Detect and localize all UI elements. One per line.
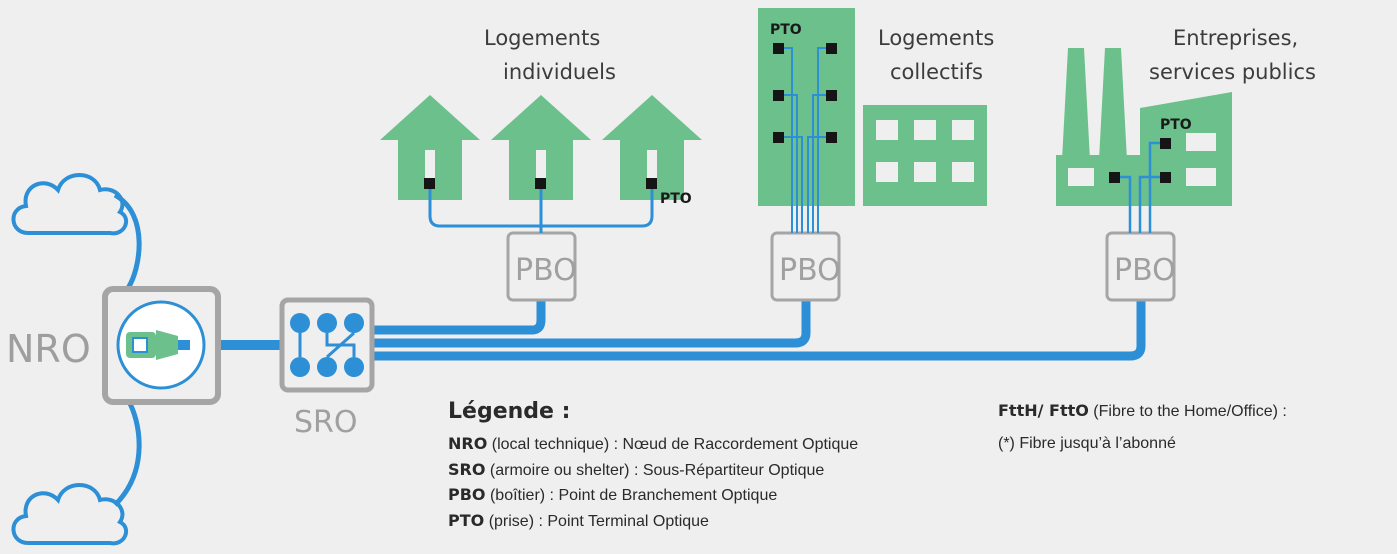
business-label-line1: Entreprises, — [1173, 26, 1298, 50]
ftth-title: FttH/ FttO (Fibre to the Home/Office) : — [998, 398, 1393, 425]
collective-label-line2: collectifs — [890, 60, 983, 84]
cloud-bottom-icon — [11, 483, 129, 546]
apartment-building-icon — [758, 8, 855, 233]
legend-code: NRO — [448, 434, 488, 453]
apartment-building-2-icon — [863, 105, 987, 206]
pbo-label-3: PBO — [1114, 253, 1176, 288]
legend-item-nro: NRO (local technique) : Nœud de Raccorde… — [448, 432, 1008, 458]
pto-label-factory: PTO — [1160, 117, 1192, 133]
factory-icon — [1056, 48, 1232, 233]
legend-desc: (boîtier) : Point de Branchement Optique — [485, 487, 778, 504]
drop-fibers-houses — [428, 189, 654, 233]
pbo-box-1: PBO — [506, 231, 577, 302]
legend-item-sro: SRO (armoire ou shelter) : Sous-Répartit… — [448, 458, 1008, 484]
legend-item-pto: PTO (prise) : Point Terminal Optique — [448, 509, 1008, 535]
legend-code: PBO — [448, 485, 486, 504]
house-icon — [380, 95, 480, 200]
individual-label-line1: Logements — [484, 26, 600, 50]
legend-desc: (prise) : Point Terminal Optique — [484, 512, 709, 530]
cloud-link-top — [113, 192, 142, 290]
pto-label-house: PTO — [660, 191, 692, 207]
ftth-desc: (Fibre to the Home/Office) : — [1088, 403, 1287, 420]
pbo-label-1: PBO — [515, 253, 577, 288]
ftth-note: (*) Fibre jusqu’à l’abonné — [998, 435, 1176, 452]
legend-item-pbo: PBO (boîtier) : Point de Branchement Opt… — [448, 483, 1008, 509]
house-icon — [602, 95, 702, 200]
pto-label-building: PTO — [770, 22, 802, 38]
fiber-sro-pbo-3 — [372, 300, 1146, 361]
fiber-sro-pbo-1 — [372, 300, 546, 335]
cloud-link-bottom — [113, 398, 142, 507]
legend-title: Légende : — [448, 399, 571, 424]
fiber-plug-icon — [126, 330, 190, 360]
ftth-definition: FttH/ FttO (Fibre to the Home/Office) : … — [998, 398, 1393, 457]
legend-code: SRO — [448, 459, 486, 479]
pbo-box-2: PBO — [770, 231, 841, 302]
cloud-top-icon — [11, 173, 129, 236]
fiber-nro-sro — [190, 340, 285, 350]
legend-desc: (local technique) : Nœud de Raccordement… — [487, 436, 859, 453]
fiber-sro-pbo-2 — [372, 300, 811, 348]
sro-node — [279, 297, 375, 393]
legend-desc: (armoire ou shelter) : Sous-Répartiteur … — [485, 461, 825, 479]
individual-label-line2: individuels — [503, 60, 616, 84]
collective-label-line1: Logements — [878, 26, 994, 50]
sro-label: SRO — [294, 405, 358, 440]
legend: Légende : NRO (local technique) : Nœud d… — [448, 398, 1008, 534]
pbo-label-2: PBO — [779, 253, 841, 288]
house-icon — [491, 95, 591, 200]
legend-code: PTO — [448, 510, 485, 530]
business-label-line2: services publics — [1149, 60, 1316, 84]
pbo-box-3: PBO — [1105, 231, 1176, 302]
nro-label: NRO — [6, 327, 91, 371]
ftth-code: FttH/ FttO — [998, 401, 1089, 420]
nro-node — [102, 286, 221, 405]
